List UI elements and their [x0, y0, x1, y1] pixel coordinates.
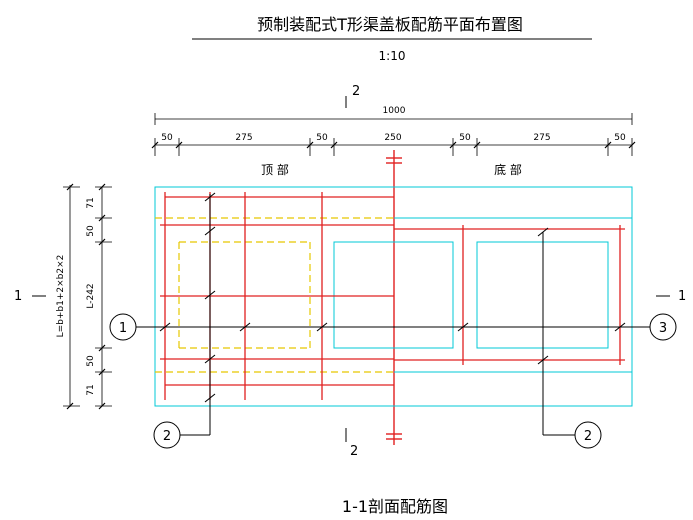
bar-mark-2-right-label: 2: [584, 429, 592, 444]
left-dim-ticks: [66, 183, 106, 410]
section-2-bottom-label: 2: [350, 444, 358, 459]
left-dim-5: 71: [86, 384, 96, 395]
left-dim-3: L-242: [86, 283, 96, 308]
drawing-scale: 1:10: [379, 49, 406, 63]
bar-mark-2-left-circle: [153, 421, 181, 449]
left-dim-chain: [63, 185, 112, 407]
bar-ticks: [159, 192, 626, 403]
top-dim-6: 275: [533, 133, 550, 143]
section-1-left-label: 1: [14, 289, 22, 304]
top-dim-chain: [151, 138, 636, 156]
section-caption: 1-1剖面配筋图: [342, 497, 448, 516]
top-dim-4: 250: [384, 133, 401, 143]
left-dim-4: 50: [86, 355, 96, 367]
bar-mark-3-circle: [649, 313, 677, 341]
top-dim-5: 50: [459, 133, 471, 143]
top-dim-3: 50: [316, 133, 328, 143]
region-top-label: 顶 部: [261, 162, 289, 177]
top-dim-2: 275: [235, 133, 252, 143]
bar-mark-2-right-circle: [574, 421, 602, 449]
drawing-title: 预制装配式T形渠盖板配筋平面布置图: [257, 15, 523, 34]
section-2-top-label: 2: [352, 84, 360, 99]
rebar-lines: [160, 192, 625, 400]
top-dashed-lines: [155, 217, 394, 373]
overall-dim-text: 1000: [383, 106, 406, 116]
left-dim-1: 71: [86, 197, 96, 208]
bar-mark-1-circle: [109, 313, 137, 341]
bar-mark-1-label: 1: [119, 321, 127, 336]
bar-mark-3-label: 3: [659, 321, 667, 336]
center-break-line: [386, 150, 402, 445]
top-dim-7: 50: [614, 133, 626, 143]
bar-mark-2-left-label: 2: [163, 429, 171, 444]
left-dim-total: L=b+b1+2×b2×2: [56, 255, 66, 338]
bar-lines: [136, 194, 650, 436]
region-bottom-label: 底 部: [494, 162, 522, 177]
left-dim-2: 50: [86, 225, 96, 237]
section-1-right-label: 1: [678, 289, 686, 304]
top-dim-1: 50: [161, 133, 173, 143]
